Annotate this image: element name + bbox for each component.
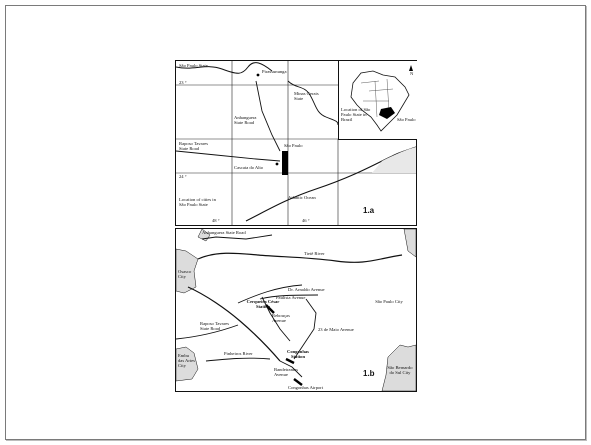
pirassununga-marker [256,73,260,77]
embu-area [176,346,199,382]
congonhas-station-marker [285,357,295,365]
anhanguera-road [201,234,273,240]
label-sbc: São Bernardo do Sul City [387,365,413,375]
pinheiros-lower [205,357,271,362]
label-paulista: Paulista Avenue [276,295,306,300]
label-osasco: Osasco City [178,269,192,279]
label-tiete: Tietê River [304,251,325,256]
anhanguera-road [255,80,281,152]
raposo-road [176,150,281,162]
osasco-area [176,248,199,294]
label-anhanguera-b: Anhanguera State Road [202,230,246,235]
minas-border [287,80,339,126]
label-raposo: Raposo Tavares State Road [179,141,209,151]
label-maio: 23 de Maio Avenue [318,327,354,332]
label-lat-23: 23 ° [179,80,187,85]
map-b-tag: 1.b [363,369,375,378]
paulista-avenue [259,294,319,300]
sbc-area [381,344,416,391]
right-area [403,229,416,258]
coastline [245,146,416,222]
label-bandeirantes: Bandeirantes Avenue [274,367,298,377]
maio-avenue [293,298,317,360]
label-sao-paulo-state: São Paulo State [179,63,208,68]
sao-paulo-urban [282,151,288,175]
map-a-tag: 1.a [363,206,375,215]
label-cascata: Cascata do Alto [234,165,264,170]
city-map-graphic [176,229,416,391]
label-inset-sao-paulo: São Paulo [397,117,416,122]
label-pirassununga: Pirassununga [262,69,287,74]
label-sao-paulo-city: São Paulo City [375,299,403,304]
label-raposo-b: Raposo Tavares State Road [200,321,230,331]
brazil-inset-graphic [350,65,413,132]
label-embu: Embu das Artes City [178,353,195,368]
label-minas-gerais: Minas Gerais State [294,91,319,101]
sao-paulo-state-fill [379,107,395,119]
state-border [176,62,273,74]
map-grid [176,61,416,225]
label-arnaldo: Dr. Arnaldo Avenue [288,287,325,292]
cascata-marker [275,162,279,166]
north-label: N [410,71,414,76]
raposo-road [176,324,239,340]
regional-map: São Paulo State 23 ° Pirassununga Minas … [175,60,417,226]
tiete-river [197,252,403,263]
label-atlantic: Atlantic Ocean [288,195,316,200]
cerqueira-station-marker [265,304,275,314]
label-anhanguera: Anhanguera State Road [234,115,257,125]
label-lon-48: 48 ° [212,218,220,223]
label-lat-24: 24 ° [179,174,187,179]
label-airport: Congonhas Airport [288,385,324,390]
arnaldo-avenue [237,284,303,304]
label-inset-location: Location of São Paulo State in Brazil [341,107,371,122]
pinheiros-river [187,286,281,362]
label-cerqueira: Cerqueira César Station [246,299,280,309]
label-location-cities: Location of cities in São Paulo State [179,197,216,207]
regional-map-graphic [176,61,416,225]
brazil-inset: N Location of São Paulo State in Brazil … [338,61,417,140]
north-arrow [409,65,413,71]
label-congonhas-station: Congonhas Station [287,349,309,359]
city-map: Anhanguera State Road Tietê River Osasco… [175,228,417,392]
label-lon-46: 46 ° [302,218,310,223]
label-reboucas: Rebouças Avenue [272,313,290,323]
label-pinheiros: Pinheiros River [224,351,253,356]
airport-marker [293,378,303,386]
label-sao-paulo: São Paulo [284,143,303,148]
bandeirantes-avenue [279,360,303,378]
